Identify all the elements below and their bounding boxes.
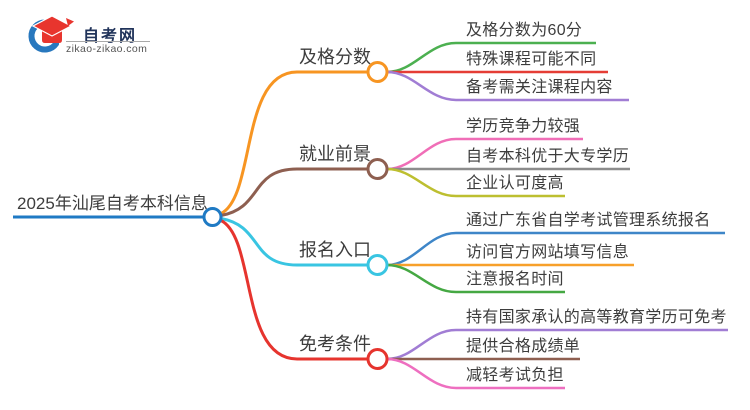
logo-domain: zikao-zikao.com bbox=[66, 43, 148, 55]
logo-divider bbox=[66, 41, 150, 42]
leaf-label-employment-3[interactable]: 企业认可度高 bbox=[466, 175, 564, 192]
leaf-label-employment-1[interactable]: 学历竞争力较强 bbox=[466, 118, 581, 135]
logo-cap-arrow bbox=[66, 18, 74, 26]
branch-curve-employment bbox=[220, 167, 368, 217]
leaf-curve-passing-score-3 bbox=[386, 70, 629, 102]
branch-label-registration[interactable]: 报名入口 bbox=[299, 240, 371, 260]
leaf-label-passing-score-1[interactable]: 及格分数为60分 bbox=[466, 22, 583, 39]
site-logo[interactable]: 自考网 zikao-zikao.com bbox=[26, 10, 186, 60]
branch-circle-registration bbox=[366, 254, 389, 276]
branch-curve-registration bbox=[220, 217, 368, 267]
leaf-label-exemption-1[interactable]: 持有国家承认的高等教育学历可免考 bbox=[466, 309, 727, 326]
branch-label-exemption[interactable]: 免考条件 bbox=[299, 334, 371, 354]
leaf-label-employment-2[interactable]: 自考本科优于大专学历 bbox=[466, 148, 630, 165]
branch-curve-exemption bbox=[220, 219, 368, 361]
leaf-label-registration-3[interactable]: 注意报名时间 bbox=[466, 271, 564, 288]
leaf-curve-registration-3 bbox=[386, 263, 565, 294]
leaf-label-registration-2[interactable]: 访问官方网站填写信息 bbox=[466, 244, 630, 261]
leaf-label-passing-score-2[interactable]: 特殊课程可能不同 bbox=[466, 51, 597, 68]
leaf-label-exemption-2[interactable]: 提供合格成绩单 bbox=[466, 338, 581, 355]
leaf-label-registration-1[interactable]: 通过广东省自学考试管理系统报名 bbox=[466, 212, 711, 229]
logo-cap-top bbox=[31, 15, 73, 37]
leaf-label-passing-score-3[interactable]: 备考需关注课程内容 bbox=[466, 79, 613, 96]
branch-circle-passing-score bbox=[366, 61, 389, 83]
branch-label-passing-score[interactable]: 及格分数 bbox=[299, 47, 371, 67]
leaf-curve-employment-3 bbox=[386, 167, 565, 198]
logo-title: 自考网 bbox=[83, 28, 138, 45]
leaf-curve-registration-1 bbox=[386, 231, 725, 267]
root-node-label[interactable]: 2025年汕尾自考本科信息 bbox=[17, 194, 208, 213]
leaf-curve-exemption-3 bbox=[386, 357, 565, 390]
root-circle bbox=[202, 207, 223, 227]
branch-label-employment[interactable]: 就业前景 bbox=[299, 144, 371, 164]
graduation-cap-icon bbox=[28, 15, 74, 53]
leaf-label-exemption-3[interactable]: 减轻考试负担 bbox=[466, 367, 564, 384]
branch-circle-exemption bbox=[366, 348, 389, 370]
branch-circle-employment bbox=[366, 158, 389, 180]
branch-curve-passing-score bbox=[220, 70, 368, 215]
